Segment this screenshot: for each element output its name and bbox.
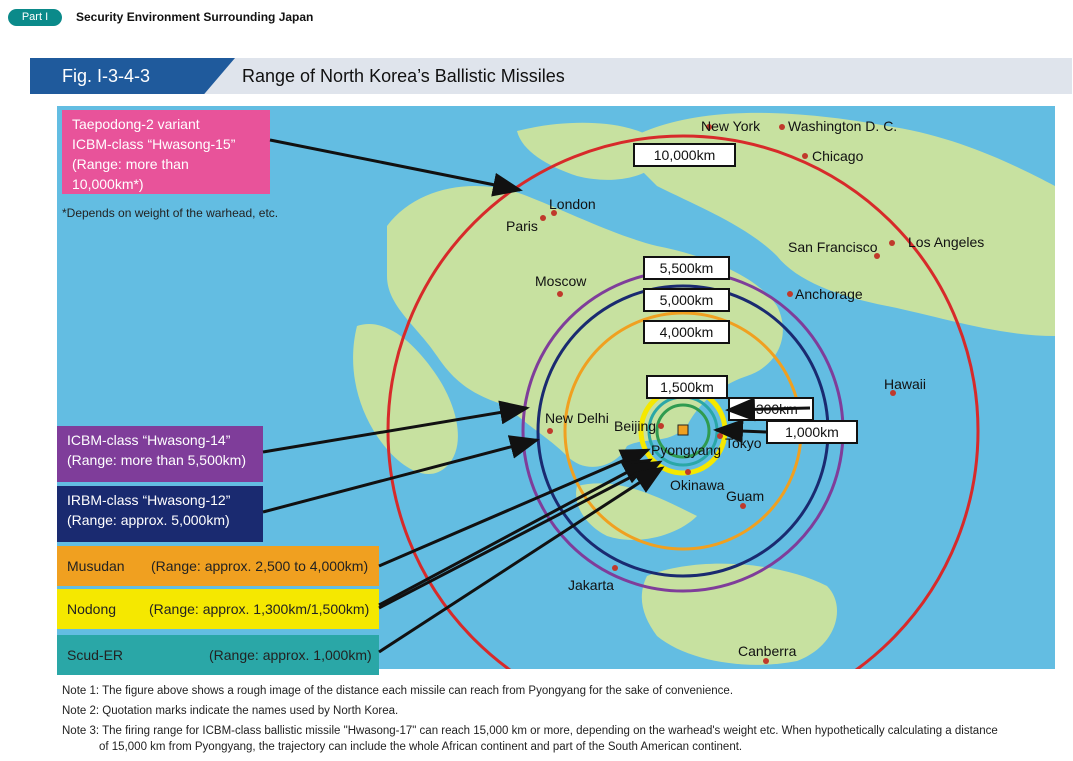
arrow-nodong-1 [378, 458, 653, 607]
legend-taepodong-line1: Taepodong-2 variant [72, 116, 200, 132]
guam-pin [740, 503, 746, 509]
new-delhi-pin [547, 428, 553, 434]
legend-hwasong12-line2: (Range: approx. 5,000km) [67, 512, 230, 528]
city-washington: Washington D. C. [788, 118, 898, 134]
legend-hwasong12-line1: IRBM-class “Hwasong-12” [67, 492, 231, 508]
los-angeles-pin [889, 240, 895, 246]
legend-nodong-name: Nodong [67, 601, 117, 617]
washington-pin [779, 124, 785, 130]
arrow-taepodong [269, 138, 523, 197]
moscow-pin [557, 291, 563, 297]
city-beijing: Beijing [614, 418, 657, 434]
city-pyongyang: Pyongyang [651, 442, 722, 458]
note-1: Note 1: The figure above shows a rough i… [62, 685, 734, 697]
canberra-pin [763, 658, 769, 664]
figure-title: Range of North Korea’s Ballistic Missile… [242, 66, 565, 86]
arrow-hwasong14 [262, 400, 530, 454]
arrow-1300 [725, 397, 811, 422]
city-anchorage: Anchorage [795, 286, 863, 302]
legend-scud: Scud-ER (Range: approx. 1,000km) [57, 635, 379, 675]
legend-scud-range: (Range: approx. 1,000km) [209, 647, 372, 663]
range-label-10000: 10,000km [633, 143, 736, 167]
city-new-york: New York [701, 118, 761, 134]
paris-pin [540, 215, 546, 221]
arrow-hwasong12 [262, 435, 540, 514]
legend-musudan-name: Musudan [67, 558, 125, 574]
legend-nodong: Nodong (Range: approx. 1,300km/1,500km) [57, 589, 379, 629]
city-guam: Guam [726, 488, 765, 504]
city-canberra: Canberra [738, 643, 797, 659]
city-chicago: Chicago [812, 148, 864, 164]
city-los-angeles: Los Angeles [908, 234, 985, 250]
jakarta-pin [612, 565, 618, 571]
range-label-1000: 1,000km [766, 420, 858, 444]
chicago-pin [802, 153, 808, 159]
note-2: Note 2: Quotation marks indicate the nam… [62, 705, 399, 717]
arrow-1000 [713, 419, 767, 444]
range-label-1500: 1,500km [646, 375, 728, 399]
anchorage-pin [787, 291, 793, 297]
section-title: Security Environment Surrounding Japan [76, 10, 314, 24]
new-york-pin [706, 124, 712, 130]
arrow-musudan [378, 448, 651, 568]
city-london: London [549, 196, 596, 212]
legend-hwasong14-line2: (Range: more than 5,500km) [67, 452, 246, 468]
range-label-5500: 5,500km [643, 256, 730, 280]
legend-taepodong-footnote: *Depends on weight of the warhead, etc. [62, 206, 279, 220]
note-3a: Note 3: The firing range for ICBM-class … [62, 725, 998, 737]
city-san-francisco: San Francisco [788, 239, 878, 255]
city-okinawa: Okinawa [670, 477, 725, 493]
range-label-5000: 5,000km [643, 288, 730, 312]
okinawa-pin [685, 469, 691, 475]
city-moscow: Moscow [535, 273, 587, 289]
london-pin [551, 210, 557, 216]
legend-hwasong14: ICBM-class “Hwasong-14” (Range: more tha… [57, 426, 263, 482]
figure-number: Fig. I-3-4-3 [30, 58, 235, 94]
legend-taepodong-line2: ICBM-class “Hwasong-15” [72, 136, 236, 152]
part-badge: Part I [8, 9, 62, 26]
legend-scud-name: Scud-ER [67, 647, 124, 663]
arrow-scud [378, 466, 665, 654]
city-paris: Paris [506, 218, 538, 234]
san-francisco-pin [874, 253, 880, 259]
legend-hwasong14-line1: ICBM-class “Hwasong-14” [67, 432, 231, 448]
legend-nodong-range: (Range: approx. 1,300km/1,500km) [149, 601, 370, 617]
city-new-delhi: New Delhi [545, 410, 609, 426]
hawaii-pin [890, 390, 896, 396]
arrow-nodong-2 [378, 460, 663, 610]
city-hawaii: Hawaii [884, 376, 927, 392]
legend-musudan-range: (Range: approx. 2,500 to 4,000km) [151, 558, 369, 574]
legend-musudan: Musudan (Range: approx. 2,500 to 4,000km… [57, 546, 379, 586]
legend-taepodong: Taepodong-2 variant ICBM-class “Hwasong-… [62, 110, 270, 194]
city-jakarta: Jakarta [568, 577, 614, 593]
beijing-pin [658, 423, 664, 429]
note-3b: of 15,000 km from Pyongyang, the traject… [99, 741, 743, 753]
legend-hwasong12: IRBM-class “Hwasong-12” (Range: approx. … [57, 486, 263, 542]
legend-taepodong-line3: (Range: more than 10,000km*) [72, 156, 189, 192]
range-label-4000: 4,000km [643, 320, 730, 344]
